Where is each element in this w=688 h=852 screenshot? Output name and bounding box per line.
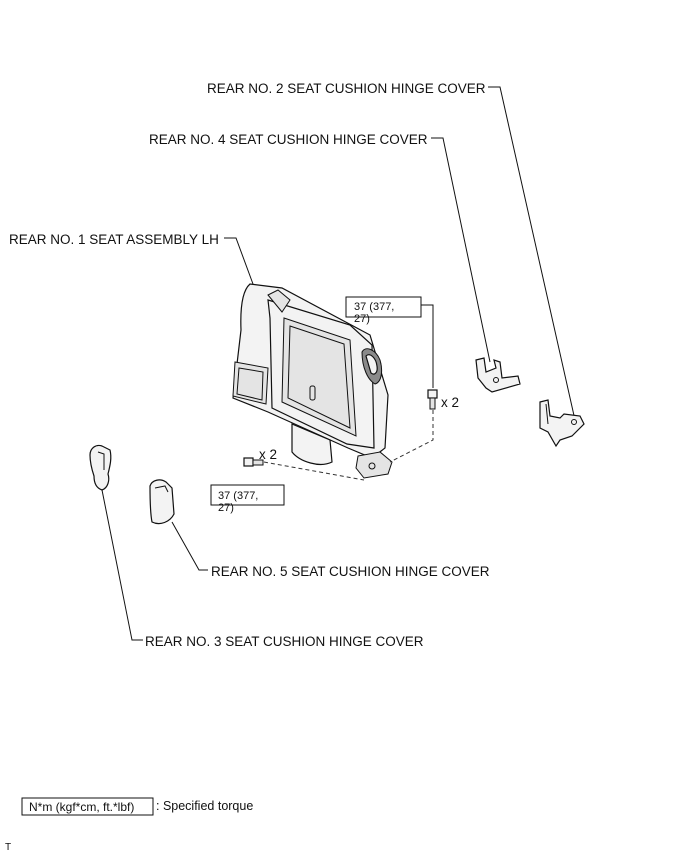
no4-cover-hole bbox=[493, 377, 499, 383]
label-rear-no5-cover: REAR NO. 5 SEAT CUSHION HINGE COVER bbox=[211, 564, 490, 579]
no2-cover-body bbox=[539, 399, 585, 448]
qty-upper: x 2 bbox=[441, 395, 459, 410]
torque-box-lower-frame bbox=[210, 484, 285, 506]
no2-cover-hole bbox=[571, 419, 577, 425]
torque-box-upper-frame bbox=[345, 296, 422, 318]
seat-top-strap bbox=[267, 289, 291, 313]
no5-cover-edge bbox=[154, 485, 169, 493]
label-rear-no2-cover: REAR NO. 2 SEAT CUSHION HINGE COVER bbox=[207, 81, 486, 96]
seat-hinge-bolt-hole bbox=[368, 462, 376, 470]
seat-cushion-panel-inner bbox=[287, 325, 351, 429]
seat-side-pocket bbox=[232, 361, 269, 405]
no4-cover-body bbox=[475, 357, 521, 393]
leader-rear-no3-cover bbox=[101, 489, 143, 641]
torque-lower-line2: 27) bbox=[218, 502, 234, 514]
bolt-lower bbox=[243, 457, 264, 467]
leader-torque-upper bbox=[421, 304, 434, 388]
bolt-lower-shank bbox=[252, 459, 264, 466]
rear-no5-seat-cushion-hinge-cover bbox=[149, 479, 175, 525]
seat-side-pocket-inner bbox=[236, 367, 264, 401]
leader-lines bbox=[101, 86, 576, 641]
seat-cushion-panel bbox=[281, 317, 357, 437]
leader-rear-no4-cover bbox=[431, 137, 491, 363]
rear-no4-seat-cushion-hinge-cover bbox=[475, 357, 521, 393]
torque-upper-line2: 27) bbox=[354, 313, 370, 325]
bolt-upper-head bbox=[427, 389, 438, 399]
label-rear-no3-cover: REAR NO. 3 SEAT CUSHION HINGE COVER bbox=[145, 634, 424, 649]
no3-cover-slot bbox=[97, 451, 105, 470]
bolt-lower-head bbox=[243, 457, 254, 467]
legend-torque-box bbox=[21, 797, 154, 816]
rear-no2-seat-cushion-hinge-cover bbox=[539, 399, 585, 448]
install-path-lines bbox=[263, 410, 434, 481]
leader-rear-no2-cover bbox=[488, 86, 576, 421]
seat-release-handle-grip bbox=[365, 354, 378, 375]
label-rear-no1-seat: REAR NO. 1 SEAT ASSEMBLY LH bbox=[9, 232, 219, 247]
seat-latch-slot bbox=[309, 385, 316, 401]
label-rear-no4-cover: REAR NO. 4 SEAT CUSHION HINGE COVER bbox=[149, 132, 428, 147]
torque-box-lower: 37 (377, 27) bbox=[210, 484, 285, 514]
torque-box-upper: 37 (377, 27) bbox=[345, 296, 422, 325]
bolt-upper bbox=[427, 389, 438, 410]
corner-mark: T bbox=[5, 842, 11, 852]
rear-no1-seat-assembly bbox=[232, 283, 393, 479]
rear-no3-seat-cushion-hinge-cover bbox=[89, 444, 112, 491]
no5-cover-body bbox=[149, 479, 175, 525]
seat-lower-hinge-bracket bbox=[355, 451, 393, 479]
no3-cover-body bbox=[89, 444, 112, 491]
legend-torque-unit: N*m (kgf*cm, ft.*lbf) bbox=[29, 800, 134, 814]
leader-rear-no1-seat bbox=[224, 237, 254, 285]
seat-lower-support bbox=[291, 423, 333, 465]
torque-lower-line1: 37 (377, bbox=[218, 490, 258, 502]
legend-description: : Specified torque bbox=[156, 799, 253, 813]
install-line-lower bbox=[263, 461, 365, 481]
legend: N*m (kgf*cm, ft.*lbf) : Specified torque bbox=[21, 797, 253, 816]
bolt-upper-shank bbox=[429, 397, 436, 410]
no2-cover-edge bbox=[545, 403, 549, 425]
leader-rear-no5-cover bbox=[171, 521, 208, 571]
install-line-upper bbox=[389, 410, 434, 463]
qty-lower: x 2 bbox=[259, 447, 277, 462]
torque-upper-line1: 37 (377, bbox=[354, 301, 394, 313]
